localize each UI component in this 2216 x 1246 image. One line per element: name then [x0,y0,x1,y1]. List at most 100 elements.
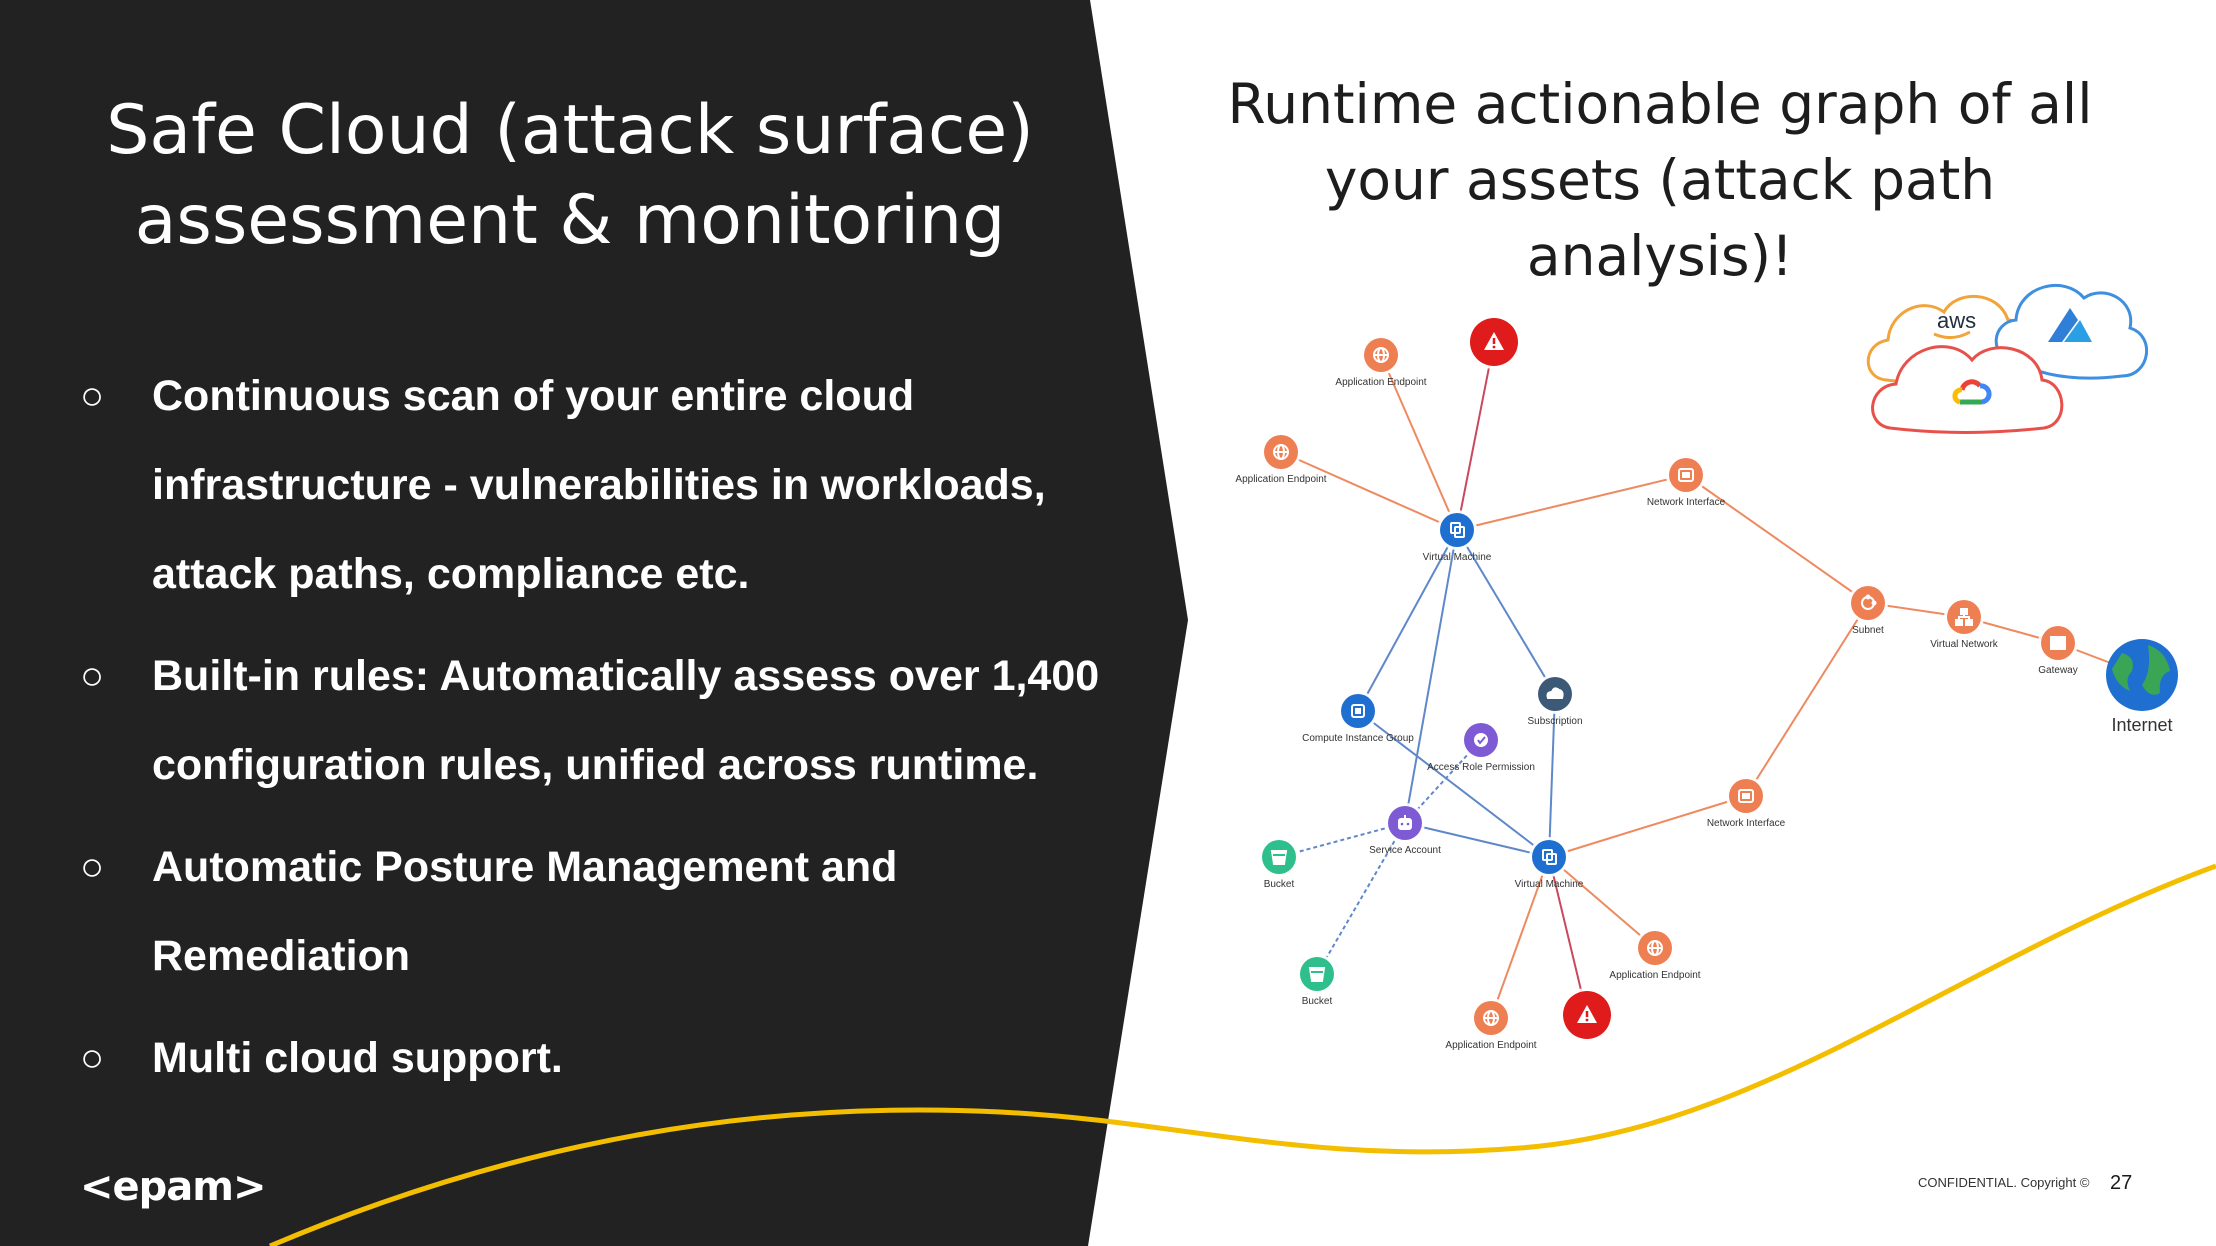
bullet-item: ○ Multi cloud support. [80,1014,1140,1103]
graph-node-arp[interactable]: Access Role Permission [1427,720,1535,773]
bullet-line: Continuous scan of your entire cloud [152,372,915,420]
graph-node-app4[interactable]: Application Endpoint [1445,998,1537,1051]
graph-node-label: Network Interface [1707,818,1786,829]
graph-node-label: Virtual Machine [1423,552,1492,563]
left-title-line: Safe Cloud (attack surface) [106,91,1034,170]
bullet-marker: ○ [80,845,105,889]
graph-edge [1548,856,1656,949]
graph-node-label: Internet [2111,715,2172,735]
graph-node-vm2[interactable]: Virtual Machine [1515,837,1584,890]
gcp-cloud-icon [1871,345,2064,434]
graph-node-cig[interactable]: Compute Instance Group [1302,691,1414,744]
graph-edge [1456,341,1495,531]
yellow-wave [269,863,2216,1246]
page-number: 27 [2110,1172,2133,1194]
bullet-line: attack paths, compliance etc. [152,550,750,598]
graph-edge [1456,474,1687,531]
warning-icon [1577,1005,1597,1023]
bullet-marker: ○ [80,374,105,418]
bucket-icon [1308,967,1326,982]
globe-icon [1373,347,1389,363]
graph-node-label: Application Endpoint [1445,1040,1536,1051]
graph-edge [1685,474,1869,604]
graph-node-label: Application Endpoint [1609,970,1700,981]
bullet-line: Built-in rules: Automatically assess ove… [152,652,1100,700]
graph-node-sa[interactable]: Service Account [1369,803,1441,856]
graph-node-app3[interactable]: Application Endpoint [1609,928,1701,981]
graph-node-alert1[interactable] [1467,315,1521,369]
graph-node-label: Virtual Machine [1515,879,1584,890]
graph-node-bucket2[interactable]: Bucket [1297,954,1337,1007]
graph-node-vnet[interactable]: Virtual Network [1930,597,1999,650]
network-card-icon [1678,468,1694,482]
globe-icon [1647,940,1663,956]
graph-node-vm1[interactable]: Virtual Machine [1423,510,1492,563]
graph-node-alert2[interactable] [1560,988,1614,1042]
copy-icon [1450,522,1465,538]
graph-node-sub[interactable]: Subscription [1527,674,1583,727]
left-title-line: assessment & monitoring [134,181,1006,260]
left-title: Safe Cloud (attack surface) assessment &… [60,86,1080,266]
graph-node-ni2[interactable]: Network Interface [1707,776,1786,829]
sitemap-icon [1955,608,1973,626]
cpu-icon [1351,704,1365,718]
graph-node-subnet[interactable]: Subnet [1848,583,1888,636]
graph-edge [1745,602,1869,797]
graph-edge [1548,795,1747,858]
bullet-line: infrastructure - vulnerabilities in work… [152,461,1046,509]
bullet-line: Remediation [152,932,411,980]
graph-node-label: Compute Instance Group [1302,733,1414,744]
bullet-item: ○ Built-in rules: Automatically assess o… [80,632,1140,810]
check-badge-icon [1474,733,1488,747]
bullet-marker: ○ [80,654,105,698]
graph-node-label: Service Account [1369,845,1441,856]
globe-icon [1273,444,1289,460]
bullet-marker: ○ [80,1036,105,1080]
bullet-list: ○ Continuous scan of your entire cloud i… [80,352,1140,1116]
graph-edge [1490,856,1550,1019]
epam-logo: <epam> [80,1164,266,1210]
right-title-line: Runtime actionable graph of all [1227,72,2093,136]
graph-node-internet[interactable]: Internet [2106,639,2178,735]
graph-edge [1404,529,1458,824]
globe-icon [1483,1010,1499,1026]
graph-node-bucket1[interactable]: Bucket [1259,837,1299,890]
graph-node-label: Application Endpoint [1235,474,1326,485]
azure-cloud-icon [1994,283,2148,380]
azure-logo-icon [2048,308,2078,342]
graph-node-label: Gateway [2038,665,2077,676]
robot-icon [1398,815,1412,830]
warning-icon [1484,332,1504,350]
graph-node-label: Access Role Permission [1427,762,1535,773]
graph-edge [1278,822,1406,858]
graph-node-ni1[interactable]: Network Interface [1647,455,1726,508]
gateway-icon [2050,636,2066,650]
bucket-icon [1270,850,1288,865]
graph-node-label: Subscription [1527,716,1582,727]
graph-node-gw[interactable]: Gateway [2038,623,2078,676]
graph-edge [1548,693,1556,858]
graph-edge [1357,710,1550,858]
network-card-icon [1738,789,1754,803]
graph-edge [1380,354,1458,531]
graph-edge [1456,529,1556,695]
bullet-line: configuration rules, unified across runt… [152,741,1039,789]
graph-node-app1[interactable]: Application Endpoint [1335,335,1427,388]
subnet-icon [1861,594,1877,610]
graph-node-label: Bucket [1302,996,1333,1007]
graph-edge [1548,856,1588,1016]
google-cloud-logo-icon [1952,379,1992,405]
graph-node-label: Virtual Network [1930,639,1999,650]
graph-edge [1404,822,1550,858]
graph-node-label: Bucket [1264,879,1295,890]
cloud-icon [1546,687,1564,699]
graph-edge [1280,451,1458,531]
graph-edges [1278,341,2143,1019]
copy-icon [1542,849,1557,865]
footer-confidential: CONFIDENTIAL. Copyright © [1918,1175,2090,1190]
graph-node-app2[interactable]: Application Endpoint [1235,432,1327,485]
